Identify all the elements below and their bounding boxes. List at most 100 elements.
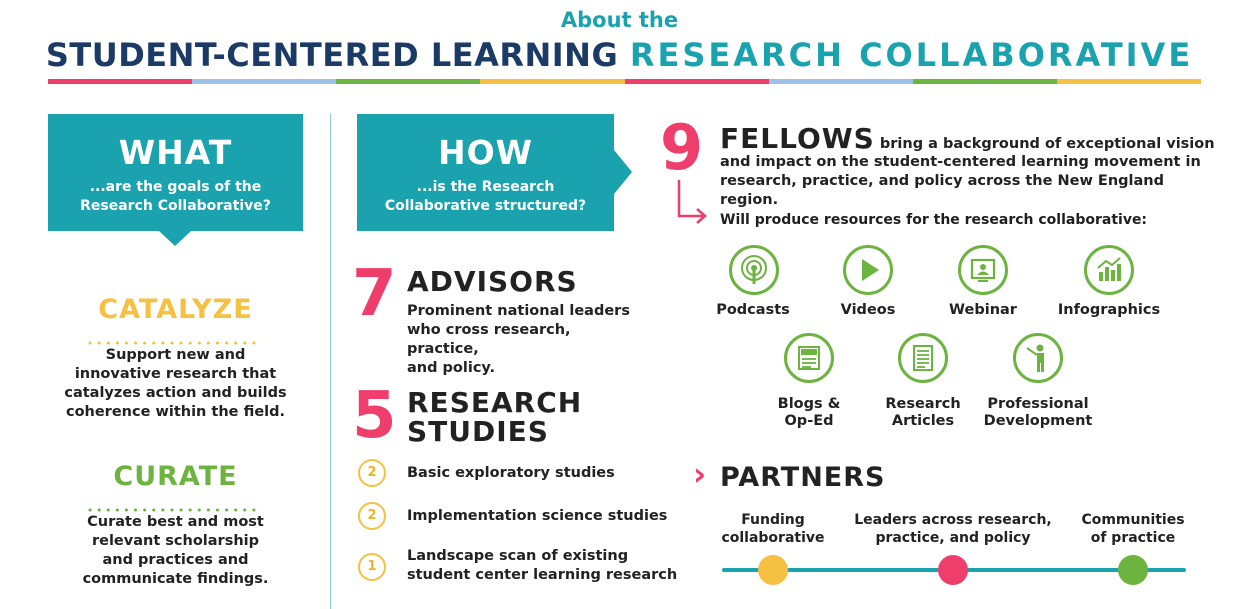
stripe-segment xyxy=(624,79,769,84)
goal-line: coherence within the field. xyxy=(65,404,286,420)
header-subtitle: About the xyxy=(560,8,679,32)
what-subtitle: ...are the goals of the Research Collabo… xyxy=(48,178,303,216)
study-line: Implementation science studies xyxy=(407,508,668,524)
fellows-title: FELLOWS xyxy=(720,122,875,155)
webinar-icon xyxy=(958,245,1008,295)
presenter-icon xyxy=(1013,333,1063,383)
partner-label: Funding collaborative xyxy=(712,511,834,547)
resource-label: Professional Development xyxy=(977,396,1099,430)
how-heading: HOW xyxy=(437,133,534,172)
page-title: STUDENT-CENTERED LEARNING RESEARCH COLLA… xyxy=(0,36,1239,74)
goal-text-catalyze: Support new and innovative research that… xyxy=(48,346,303,422)
curved-arrow-icon xyxy=(677,180,707,224)
resource-label: Videos xyxy=(818,302,918,319)
what-subtitle-line: Research Collaborative? xyxy=(80,198,271,214)
what-box: WHAT ...are the goals of the Research Co… xyxy=(48,114,303,231)
partner-label-line: Funding xyxy=(741,512,805,528)
video-play-icon xyxy=(843,245,893,295)
advisors-line: Prominent national leaders xyxy=(407,303,630,319)
how-box: HOW ...is the Research Collaborative str… xyxy=(357,114,614,231)
study-line: student center learning research xyxy=(407,567,678,583)
study-count-badge: 2 xyxy=(358,459,386,487)
resource-label-line: Research xyxy=(885,396,961,412)
resource-label-line: Webinar xyxy=(949,302,1017,318)
what-pointer xyxy=(159,231,191,246)
stripe-segment xyxy=(912,79,1057,84)
resource-label: Webinar xyxy=(933,302,1033,319)
how-subtitle-line: Collaborative structured? xyxy=(384,198,587,214)
fellows-number: 9 xyxy=(660,111,704,184)
partner-label-line: Leaders across research, xyxy=(854,512,1052,528)
resource-label-line: Op-Ed xyxy=(784,413,834,429)
partner-node xyxy=(758,555,788,585)
resource-label-line: Blogs & xyxy=(777,396,841,412)
advisors-description: Prominent national leaders who cross res… xyxy=(407,302,647,378)
fellows-description: and impact on the student-centered learn… xyxy=(720,153,1220,210)
dotted-rule xyxy=(88,497,263,512)
goal-text-curate: Curate best and most relevant scholarshi… xyxy=(48,513,303,589)
study-item: Basic exploratory studies xyxy=(407,464,615,483)
chevron-right-icon: › xyxy=(693,455,707,493)
how-pointer xyxy=(614,150,632,194)
resource-label: Podcasts xyxy=(703,302,803,319)
fellows-line: research, practice, and policy across th… xyxy=(720,173,1164,208)
resource-label: Blogs & Op-Ed xyxy=(756,396,862,430)
study-line: Basic exploratory studies xyxy=(407,465,615,481)
study-item: Implementation science studies xyxy=(407,507,667,526)
resource-label-line: Professional xyxy=(987,396,1089,412)
color-stripe xyxy=(48,79,1201,84)
what-subtitle-line: ...are the goals of the xyxy=(89,179,262,195)
resources-label: Will produce resources for the research … xyxy=(720,212,1148,228)
newspaper-icon xyxy=(784,333,834,383)
partner-label-line: practice, and policy xyxy=(875,530,1031,546)
partner-label-line: Communities xyxy=(1081,512,1185,528)
research-title-line: STUDIES xyxy=(407,415,549,448)
resource-label-line: Podcasts xyxy=(716,302,790,318)
title-part-1: STUDENT-CENTERED LEARNING xyxy=(45,36,619,74)
document-icon xyxy=(898,333,948,383)
goal-title-catalyze: CATALYZE xyxy=(98,294,253,325)
partner-label: Communities of practice xyxy=(1070,511,1196,547)
advisors-number: 7 xyxy=(352,257,397,331)
study-count-badge: 2 xyxy=(358,502,386,530)
fellows-desc-inline: bring a background of exceptional vision xyxy=(879,136,1215,152)
advisors-line: who cross research, practice, xyxy=(407,322,571,357)
dotted-rule xyxy=(88,330,263,345)
goal-line: Support new and xyxy=(105,347,246,363)
study-item: Landscape scan of existing student cente… xyxy=(407,547,677,585)
infographic-chart-icon xyxy=(1084,245,1134,295)
partner-node xyxy=(1118,555,1148,585)
resource-label: Research Articles xyxy=(870,396,976,430)
fellows-heading: FELLOWS bring a background of exceptiona… xyxy=(720,122,1215,155)
resource-label-line: Infographics xyxy=(1057,302,1161,318)
advisors-title: ADVISORS xyxy=(407,265,578,298)
goal-line: and practices and xyxy=(102,552,249,568)
column-divider xyxy=(330,114,331,609)
research-number: 5 xyxy=(352,379,397,453)
podcast-icon xyxy=(729,245,779,295)
title-part-2: RESEARCH COLLABORATIVE xyxy=(629,36,1194,74)
partner-label: Leaders across research, practice, and p… xyxy=(848,511,1058,547)
stripe-segment xyxy=(192,79,337,84)
goal-line: communicate findings. xyxy=(82,571,269,587)
fellows-line: and impact on the student-centered learn… xyxy=(720,154,1201,170)
goal-line: relevant scholarship xyxy=(91,533,260,549)
stripe-segment xyxy=(48,79,193,84)
partner-label-line: collaborative xyxy=(721,530,825,546)
stripe-segment xyxy=(1056,79,1201,84)
partner-label-line: of practice xyxy=(1090,530,1176,546)
how-subtitle-line: ...is the Research xyxy=(416,179,555,195)
goal-line: catalyzes action and builds xyxy=(64,385,287,401)
how-subtitle: ...is the Research Collaborative structu… xyxy=(357,178,614,216)
partner-node xyxy=(938,555,968,585)
study-line: Landscape scan of existing xyxy=(407,548,629,564)
stripe-segment xyxy=(480,79,625,84)
resource-label-line: Videos xyxy=(840,302,896,318)
research-title-line: RESEARCH xyxy=(407,386,583,419)
resource-label: Infographics xyxy=(1049,302,1169,319)
what-heading: WHAT xyxy=(118,133,233,172)
research-title: RESEARCH STUDIES xyxy=(407,388,582,446)
resource-label-line: Development xyxy=(983,413,1093,429)
stripe-segment xyxy=(336,79,481,84)
goal-line: innovative research that xyxy=(74,366,277,382)
